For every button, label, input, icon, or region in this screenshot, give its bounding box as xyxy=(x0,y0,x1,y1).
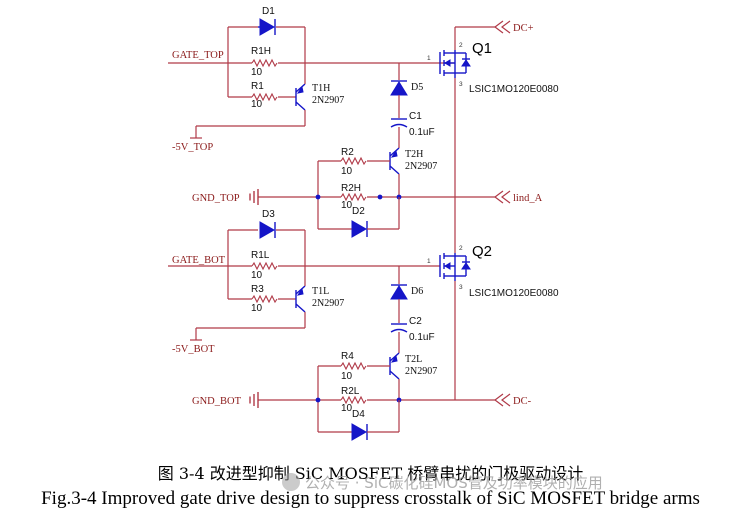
port-arrow-dc-plus xyxy=(494,20,511,34)
net-label-gate-top: GATE_TOP xyxy=(172,50,224,61)
label-r1l: R1L xyxy=(251,250,270,261)
label-r1: R1 xyxy=(251,81,264,92)
ground-symbol-top xyxy=(249,188,259,206)
label-r2h-value: 10 xyxy=(341,200,353,211)
label-t2h-type: 2N2907 xyxy=(405,161,437,172)
diode-d3 xyxy=(259,221,276,239)
net-label-neg5v-bot: -5V_BOT xyxy=(172,344,215,355)
transistor-t1h xyxy=(295,83,306,111)
diode-d2 xyxy=(351,220,368,238)
mosfet-q1 xyxy=(439,50,471,78)
label-r4-value: 10 xyxy=(341,371,353,382)
q1-pin-1: 1 xyxy=(427,55,431,62)
label-q2-part: LSIC1MO120E0080 xyxy=(469,288,559,299)
label-r2-value: 10 xyxy=(341,166,353,177)
transistor-t2l xyxy=(389,352,400,380)
label-q2: Q2 xyxy=(472,243,492,260)
capacitor-c2 xyxy=(390,323,408,333)
net-label-gnd-bot: GND_BOT xyxy=(192,396,242,407)
watermark: 公众号 · SiC碳化硅MOS管及功率模块的应用 xyxy=(282,472,603,493)
label-r3: R3 xyxy=(251,284,264,295)
label-r1h-value: 10 xyxy=(251,67,263,78)
net-label-lind-a: lind_A xyxy=(513,193,543,204)
label-t2l: T2L xyxy=(405,354,422,365)
net-label-dc-plus: DC+ xyxy=(513,23,534,34)
label-r2: R2 xyxy=(341,147,354,158)
label-r2h: R2H xyxy=(341,183,361,194)
net-label-gnd-top: GND_TOP xyxy=(192,193,240,204)
port-arrow-dc-minus xyxy=(494,393,511,407)
label-q1: Q1 xyxy=(472,40,492,57)
label-r4: R4 xyxy=(341,351,354,362)
capacitor-c1 xyxy=(390,118,408,128)
label-t1l: T1L xyxy=(312,286,329,297)
label-r2l: R2L xyxy=(341,386,360,397)
diode-d1 xyxy=(258,18,276,36)
q2-pin-1: 1 xyxy=(427,258,431,265)
q2-pin-3: 3 xyxy=(459,284,463,291)
transistor-t1l xyxy=(295,285,306,313)
label-c2-value: 0.1uF xyxy=(409,332,435,343)
net-label-dc-minus: DC- xyxy=(513,396,532,407)
net-label-gate-bot: GATE_BOT xyxy=(172,255,226,266)
label-d6: D6 xyxy=(411,286,423,297)
label-t1h: T1H xyxy=(312,83,330,94)
net-label-neg5v-top: -5V_TOP xyxy=(172,142,213,153)
label-t2l-type: 2N2907 xyxy=(405,366,437,377)
q1-pin-2: 2 xyxy=(459,42,463,49)
q2-pin-2: 2 xyxy=(459,245,463,252)
ground-symbol-bot xyxy=(249,391,259,409)
label-r2l-value: 10 xyxy=(341,403,353,414)
label-d2: D2 xyxy=(352,206,365,217)
label-c1: C1 xyxy=(409,111,422,122)
port-arrow-lind-a xyxy=(494,190,511,204)
diode-d5 xyxy=(390,80,408,96)
label-d5: D5 xyxy=(411,82,423,93)
label-r1l-value: 10 xyxy=(251,270,263,281)
label-r3-value: 10 xyxy=(251,303,263,314)
q1-pin-3: 3 xyxy=(459,81,463,88)
schematic-diagram: GATE_TOP D1 R1H 10 R1 10 T1H 2N2907 -5V_… xyxy=(168,6,559,441)
label-r1-value: 10 xyxy=(251,99,263,110)
figure-caption-english: Fig.3-4 Improved gate drive design to su… xyxy=(41,488,700,509)
label-c1-value: 0.1uF xyxy=(409,127,435,138)
label-r1h: R1H xyxy=(251,46,271,57)
label-t1h-type: 2N2907 xyxy=(312,95,344,106)
wechat-icon xyxy=(282,473,300,491)
watermark-text: 公众号 · SiC碳化硅MOS管及功率模块的应用 xyxy=(305,474,603,492)
label-d1: D1 xyxy=(262,6,275,17)
diode-d4 xyxy=(351,423,368,441)
transistor-t2h xyxy=(389,147,400,175)
label-c2: C2 xyxy=(409,316,422,327)
mosfet-q2 xyxy=(439,253,471,281)
diode-d6 xyxy=(390,284,408,300)
label-t1l-type: 2N2907 xyxy=(312,298,344,309)
label-q1-part: LSIC1MO120E0080 xyxy=(469,84,559,95)
figure-caption-chinese: 图 3-4 改进型抑制 SiC MOSFET 桥臂串扰的门极驱动设计 xyxy=(157,464,584,483)
label-t2h: T2H xyxy=(405,149,423,160)
label-d4: D4 xyxy=(352,409,365,420)
label-d3: D3 xyxy=(262,209,275,220)
